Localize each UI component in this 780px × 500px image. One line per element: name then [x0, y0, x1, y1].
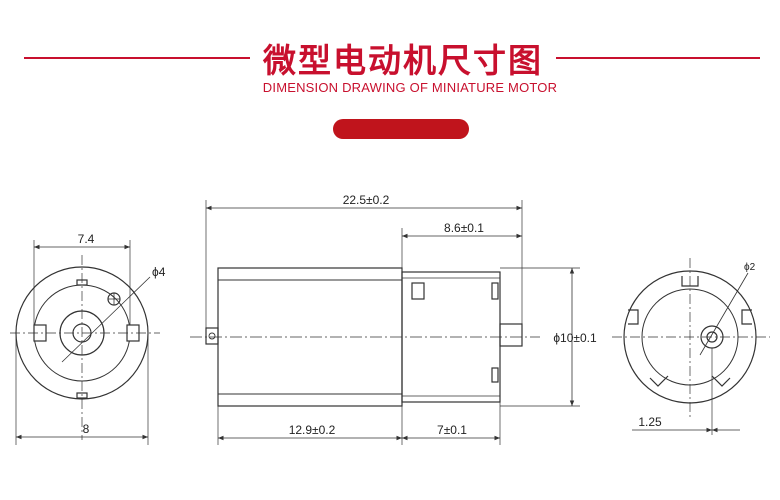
side-view [190, 200, 580, 445]
title-rule-right [556, 57, 760, 59]
rear-notch-left [628, 309, 639, 325]
endcap-window [411, 282, 425, 300]
front-view [10, 240, 160, 445]
front-hole-dia-label: ϕ4 [152, 265, 166, 279]
body-length-label: 12.9±0.2 [289, 423, 336, 437]
rear-view [612, 258, 770, 435]
header: 微型电动机尺寸图 DIMENSION DRAWING OF MINIATURE … [0, 0, 780, 160]
endcap-terminal-bottom [491, 367, 499, 383]
rear-notch-bottom [649, 375, 669, 387]
rear-notch-bottom-right [711, 375, 731, 387]
endcap-length-label: 8.6±0.1 [444, 221, 484, 235]
front-tab-bottom [76, 392, 88, 399]
endcap-terminal [491, 282, 499, 300]
front-width-top-label: 7.4 [78, 232, 95, 246]
page-title: 微型电动机尺寸图 [263, 41, 543, 80]
diameter-label: ϕ10±0.1 [553, 331, 597, 345]
rear-shaft [499, 323, 523, 347]
page-subtitle: DIMENSION DRAWING OF MINIATURE MOTOR [262, 80, 558, 95]
accent-pill [333, 119, 469, 139]
title-rule-left [24, 57, 250, 59]
front-shaft [205, 327, 219, 345]
rear-shaft-dia-label: ϕ2 [744, 262, 756, 273]
rear-notch-right [741, 309, 752, 325]
rear-offset-label: 1.25 [638, 415, 662, 429]
overall-length-label: 22.5±0.2 [343, 193, 390, 207]
rear-length-label: 7±0.1 [437, 423, 467, 437]
front-width-bottom-label: 8 [83, 422, 90, 436]
